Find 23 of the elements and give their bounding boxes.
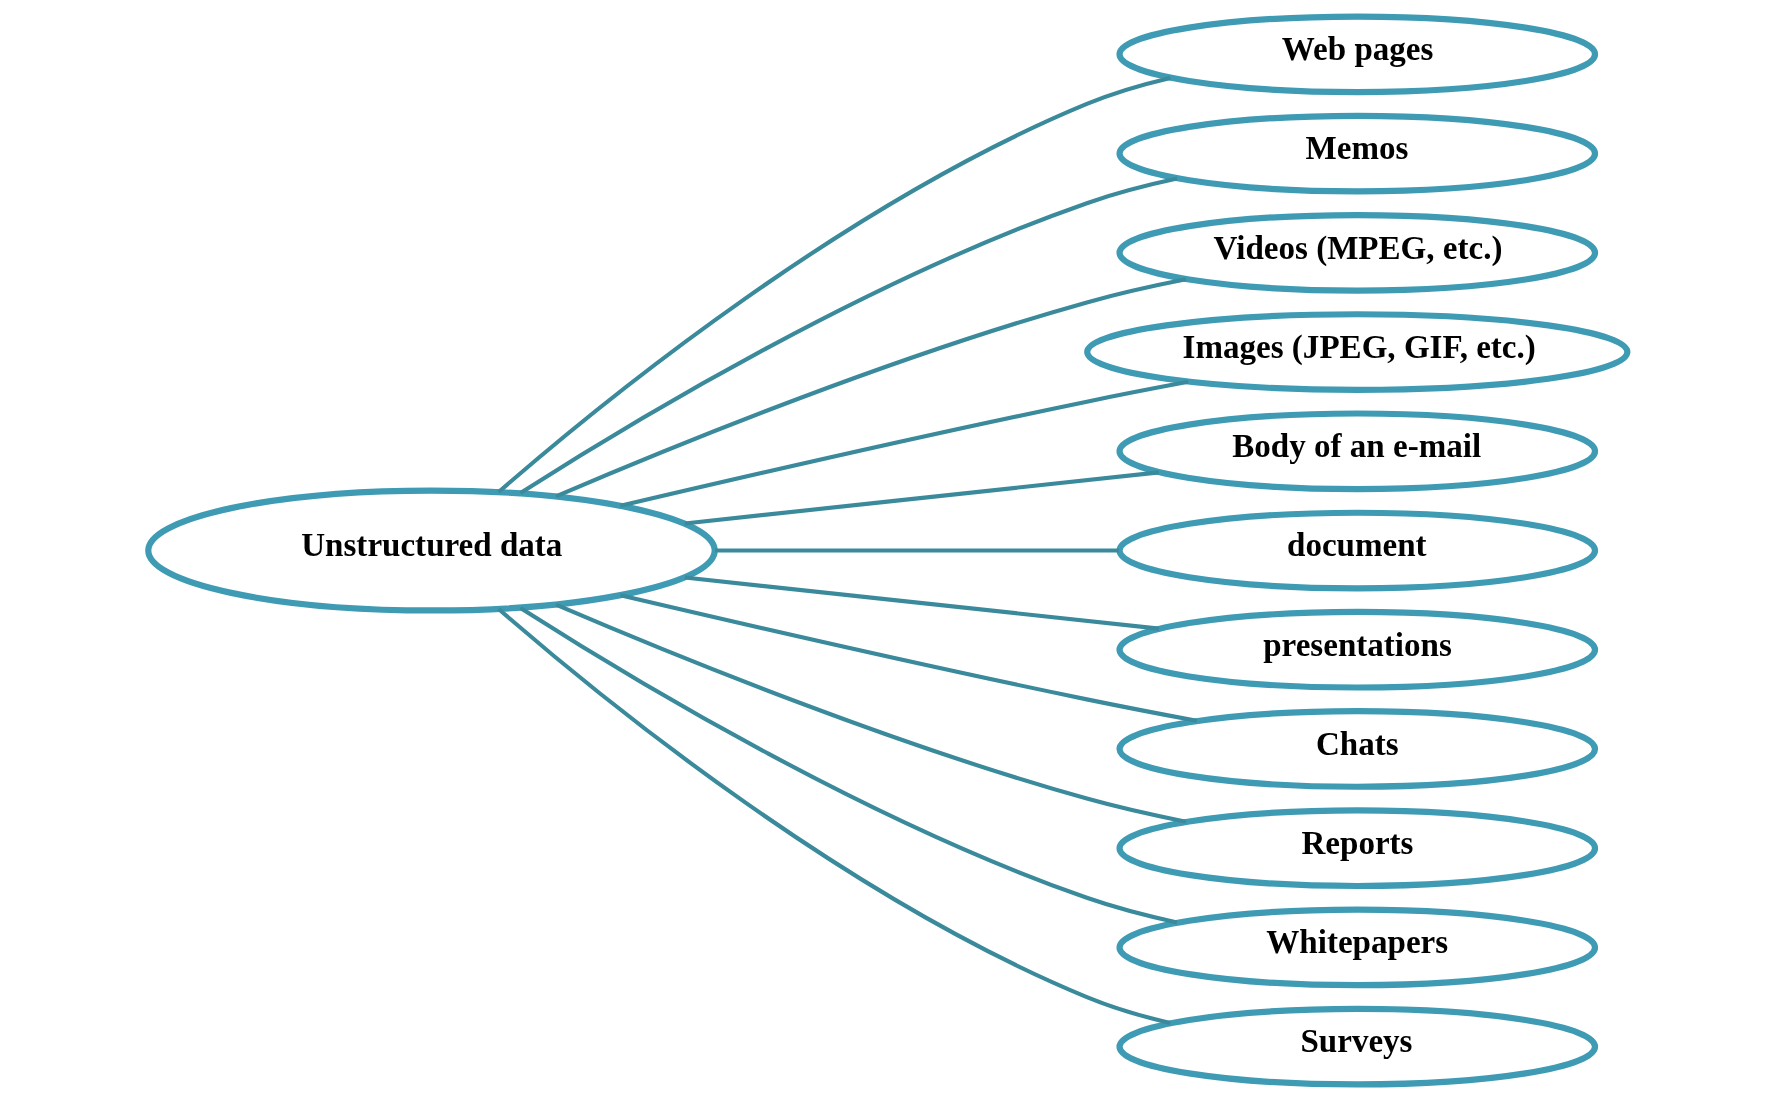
node-ellipse: Images (JPEG, GIF, etc.) — [1084, 311, 1631, 393]
connector — [684, 575, 1160, 631]
connector — [684, 470, 1160, 526]
node-ellipse: Reports — [1116, 807, 1599, 890]
connector — [519, 606, 1178, 925]
node-ellipse: Unstructured data — [145, 487, 718, 614]
connector — [497, 607, 1171, 1025]
node-ellipse: Memos — [1116, 112, 1599, 195]
node-ellipse: Videos (MPEG, etc.) — [1116, 211, 1599, 294]
connector — [619, 379, 1189, 508]
node-ellipse: presentations — [1116, 608, 1599, 691]
connector — [619, 593, 1198, 723]
node-ellipse: Web pages — [1116, 13, 1599, 96]
node-ellipse: Surveys — [1116, 1005, 1599, 1088]
connector — [555, 277, 1187, 499]
node-ellipse: Chats — [1116, 708, 1599, 790]
connector — [497, 76, 1171, 494]
node-ellipse: document — [1116, 509, 1599, 592]
connector — [715, 548, 1119, 553]
connector — [519, 176, 1178, 495]
node-ellipse: Body of an e-mail — [1116, 410, 1599, 493]
connector — [555, 602, 1187, 824]
node-ellipse: Whitepapers — [1116, 906, 1599, 989]
